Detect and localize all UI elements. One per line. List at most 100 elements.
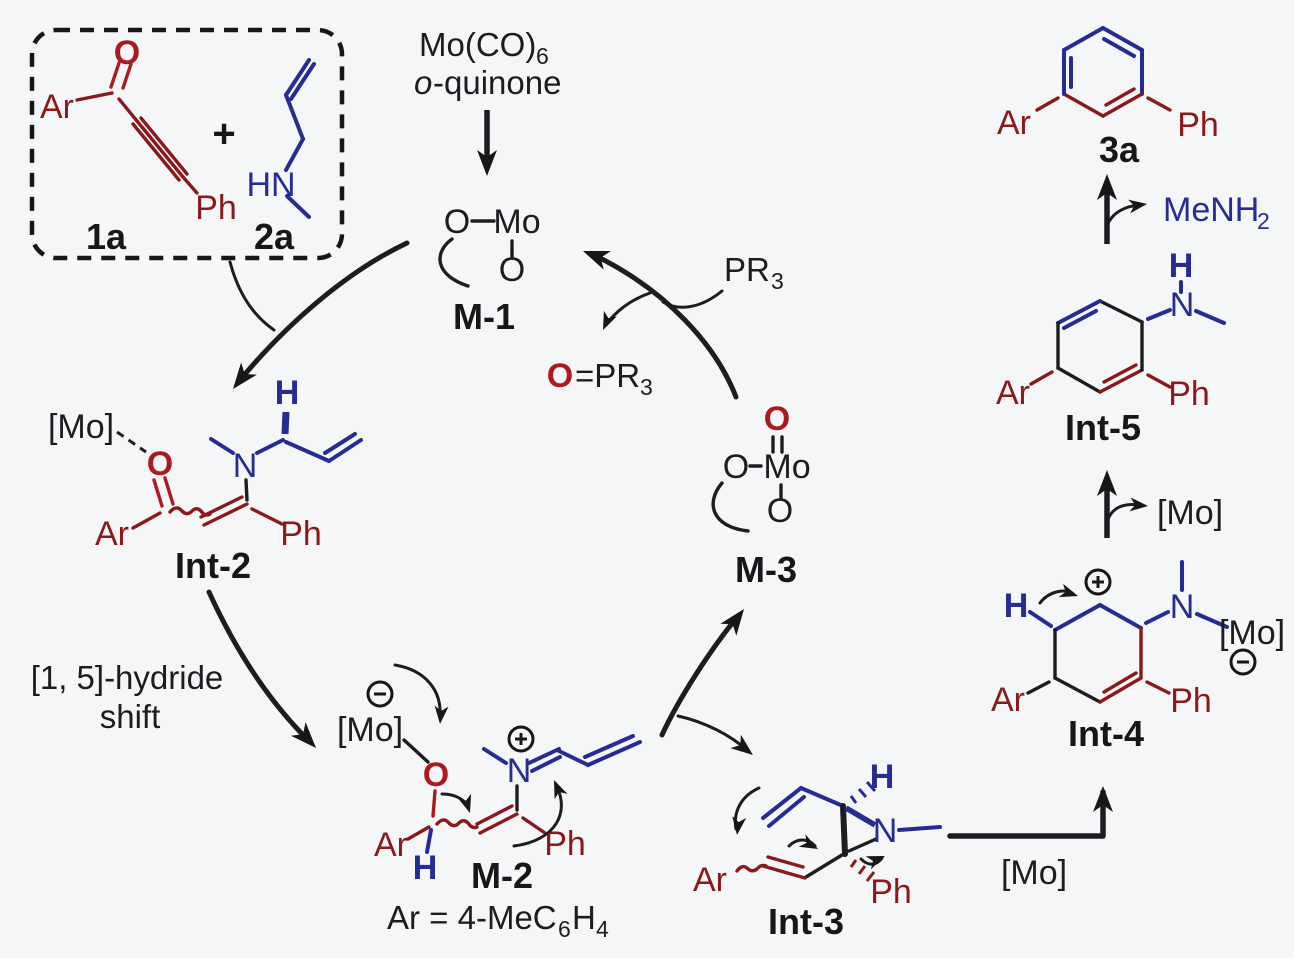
arrow-int2-to-m2 <box>206 589 316 748</box>
bond <box>284 93 305 141</box>
bond <box>131 511 162 530</box>
double-bond <box>475 804 514 826</box>
mo-fragment: [Mo] <box>337 711 403 749</box>
ar-definition-sub1: 6 <box>558 916 571 942</box>
double-bond <box>199 495 244 519</box>
bond <box>255 438 285 455</box>
structure-int4: H N [Mo] Ar Ph Int-4 <box>991 560 1285 754</box>
atom-mo: Mo <box>763 448 810 486</box>
ligand-name: -quinone <box>433 64 561 101</box>
ring-double-bond <box>1098 368 1144 394</box>
wavy-bond <box>168 506 212 517</box>
triple-bond <box>139 116 189 176</box>
bond <box>284 137 305 172</box>
ring-bond <box>1062 92 1105 118</box>
bond-c-h <box>1028 610 1053 628</box>
bond <box>181 175 199 195</box>
atom-o: O <box>767 492 793 530</box>
structure-m1: O Mo O M-1 <box>438 203 541 337</box>
atom-h: H <box>1004 587 1029 625</box>
product-label-3a: 3a <box>1099 129 1140 170</box>
ring-bond <box>1053 603 1102 632</box>
species-label-m2: M-2 <box>471 855 533 896</box>
bond-c-o <box>152 478 164 508</box>
byproduct-amine-text: MeNH 2 <box>1163 191 1270 234</box>
bond-c-n <box>844 805 877 828</box>
arrow-int5-to-3a <box>1097 174 1117 244</box>
opr3-sub: 3 <box>640 374 653 400</box>
diene-double-bond <box>761 786 803 820</box>
structure-int5: H N Ar Ph Int-5 <box>996 247 1226 448</box>
vinyl-double-bond <box>323 432 357 455</box>
atom-n: N <box>507 752 532 790</box>
ar-definition: Ar = 4-MeC 6 H 4 <box>387 899 609 942</box>
ring-double-bond <box>1102 363 1138 384</box>
bond-c-n <box>847 837 878 853</box>
ring-bond <box>1098 299 1144 324</box>
atom-o: O <box>444 203 470 241</box>
compound-label-1a: 1a <box>86 216 127 257</box>
electron-arrow-to-iminium <box>512 780 568 848</box>
atom-n: N <box>1170 588 1195 626</box>
ring-double-bond <box>1056 299 1102 325</box>
atom-o: O <box>114 34 140 72</box>
ring-bond <box>1098 603 1143 630</box>
mo-fragment: [Mo] <box>1219 614 1285 652</box>
bond <box>557 749 590 767</box>
ring-double-bond <box>1101 92 1144 118</box>
structure-2a: HN 2a <box>246 58 316 257</box>
iminium-double-bond <box>530 755 562 773</box>
bond-c-ph <box>1146 373 1172 389</box>
atom-o: O <box>499 251 525 289</box>
arrow-int4-to-int5 <box>1097 470 1117 538</box>
wavy-bond <box>735 863 768 873</box>
bond <box>117 97 139 123</box>
atom-o: O <box>423 756 449 794</box>
vinyl-double-bond <box>327 438 363 463</box>
electron-arrow-mid <box>787 834 818 849</box>
vinyl-double-bond <box>586 740 642 767</box>
ring-double-bond <box>1104 87 1136 107</box>
hashed-wedge-ph <box>849 859 876 882</box>
bond-c-n <box>1144 610 1170 625</box>
opr3: =PR <box>575 357 640 394</box>
phosphine-text: PR 3 <box>724 251 784 294</box>
atom-h: H <box>413 849 438 887</box>
aziridine-bond <box>840 803 848 857</box>
arrow-m2-to-m3 <box>659 609 744 738</box>
atom-h: H <box>275 374 300 412</box>
triple-bond <box>131 122 181 182</box>
vinyl-double-bond <box>583 734 635 759</box>
atom-mo: Mo <box>493 203 540 241</box>
bond-c-ar <box>1029 370 1054 386</box>
arrow-branch-to-int3 <box>676 714 753 755</box>
minus-charge-icon <box>366 680 394 708</box>
atom-ph: Ph <box>280 515 322 553</box>
vinyl-double-bond <box>284 58 311 97</box>
double-bond <box>766 855 805 869</box>
minus-charge-icon <box>1229 648 1257 676</box>
arrow-box-feed <box>228 260 276 332</box>
bond-c-ph <box>1145 680 1171 695</box>
atom-n: N <box>233 447 258 485</box>
electron-arrow-hydride <box>440 792 472 813</box>
ring-double-bond <box>1102 37 1136 58</box>
atom-o: O <box>147 445 173 483</box>
atom-n: N <box>873 812 898 850</box>
atom-oxo: O <box>764 400 790 438</box>
iminium-double-bond <box>527 747 561 765</box>
species-label-int5: Int-5 <box>1065 407 1141 448</box>
wavy-bond <box>435 818 479 830</box>
species-label-int4: Int-4 <box>1068 713 1144 754</box>
species-label-m3: M-3 <box>735 549 797 590</box>
bond-n-mo <box>1195 612 1229 629</box>
amine-formula-sub: 2 <box>1257 208 1270 234</box>
precatalyst-text: Mo(CO) 6 o -quinone <box>414 26 561 101</box>
chelate-arc <box>711 481 750 533</box>
bond-c-o <box>109 61 121 89</box>
arrow-int3-to-int4 <box>947 786 1113 839</box>
electron-arrow-to-o <box>393 663 449 724</box>
arrow-precatalyst-to-m1 <box>477 110 497 176</box>
atom-o: O <box>547 357 573 395</box>
